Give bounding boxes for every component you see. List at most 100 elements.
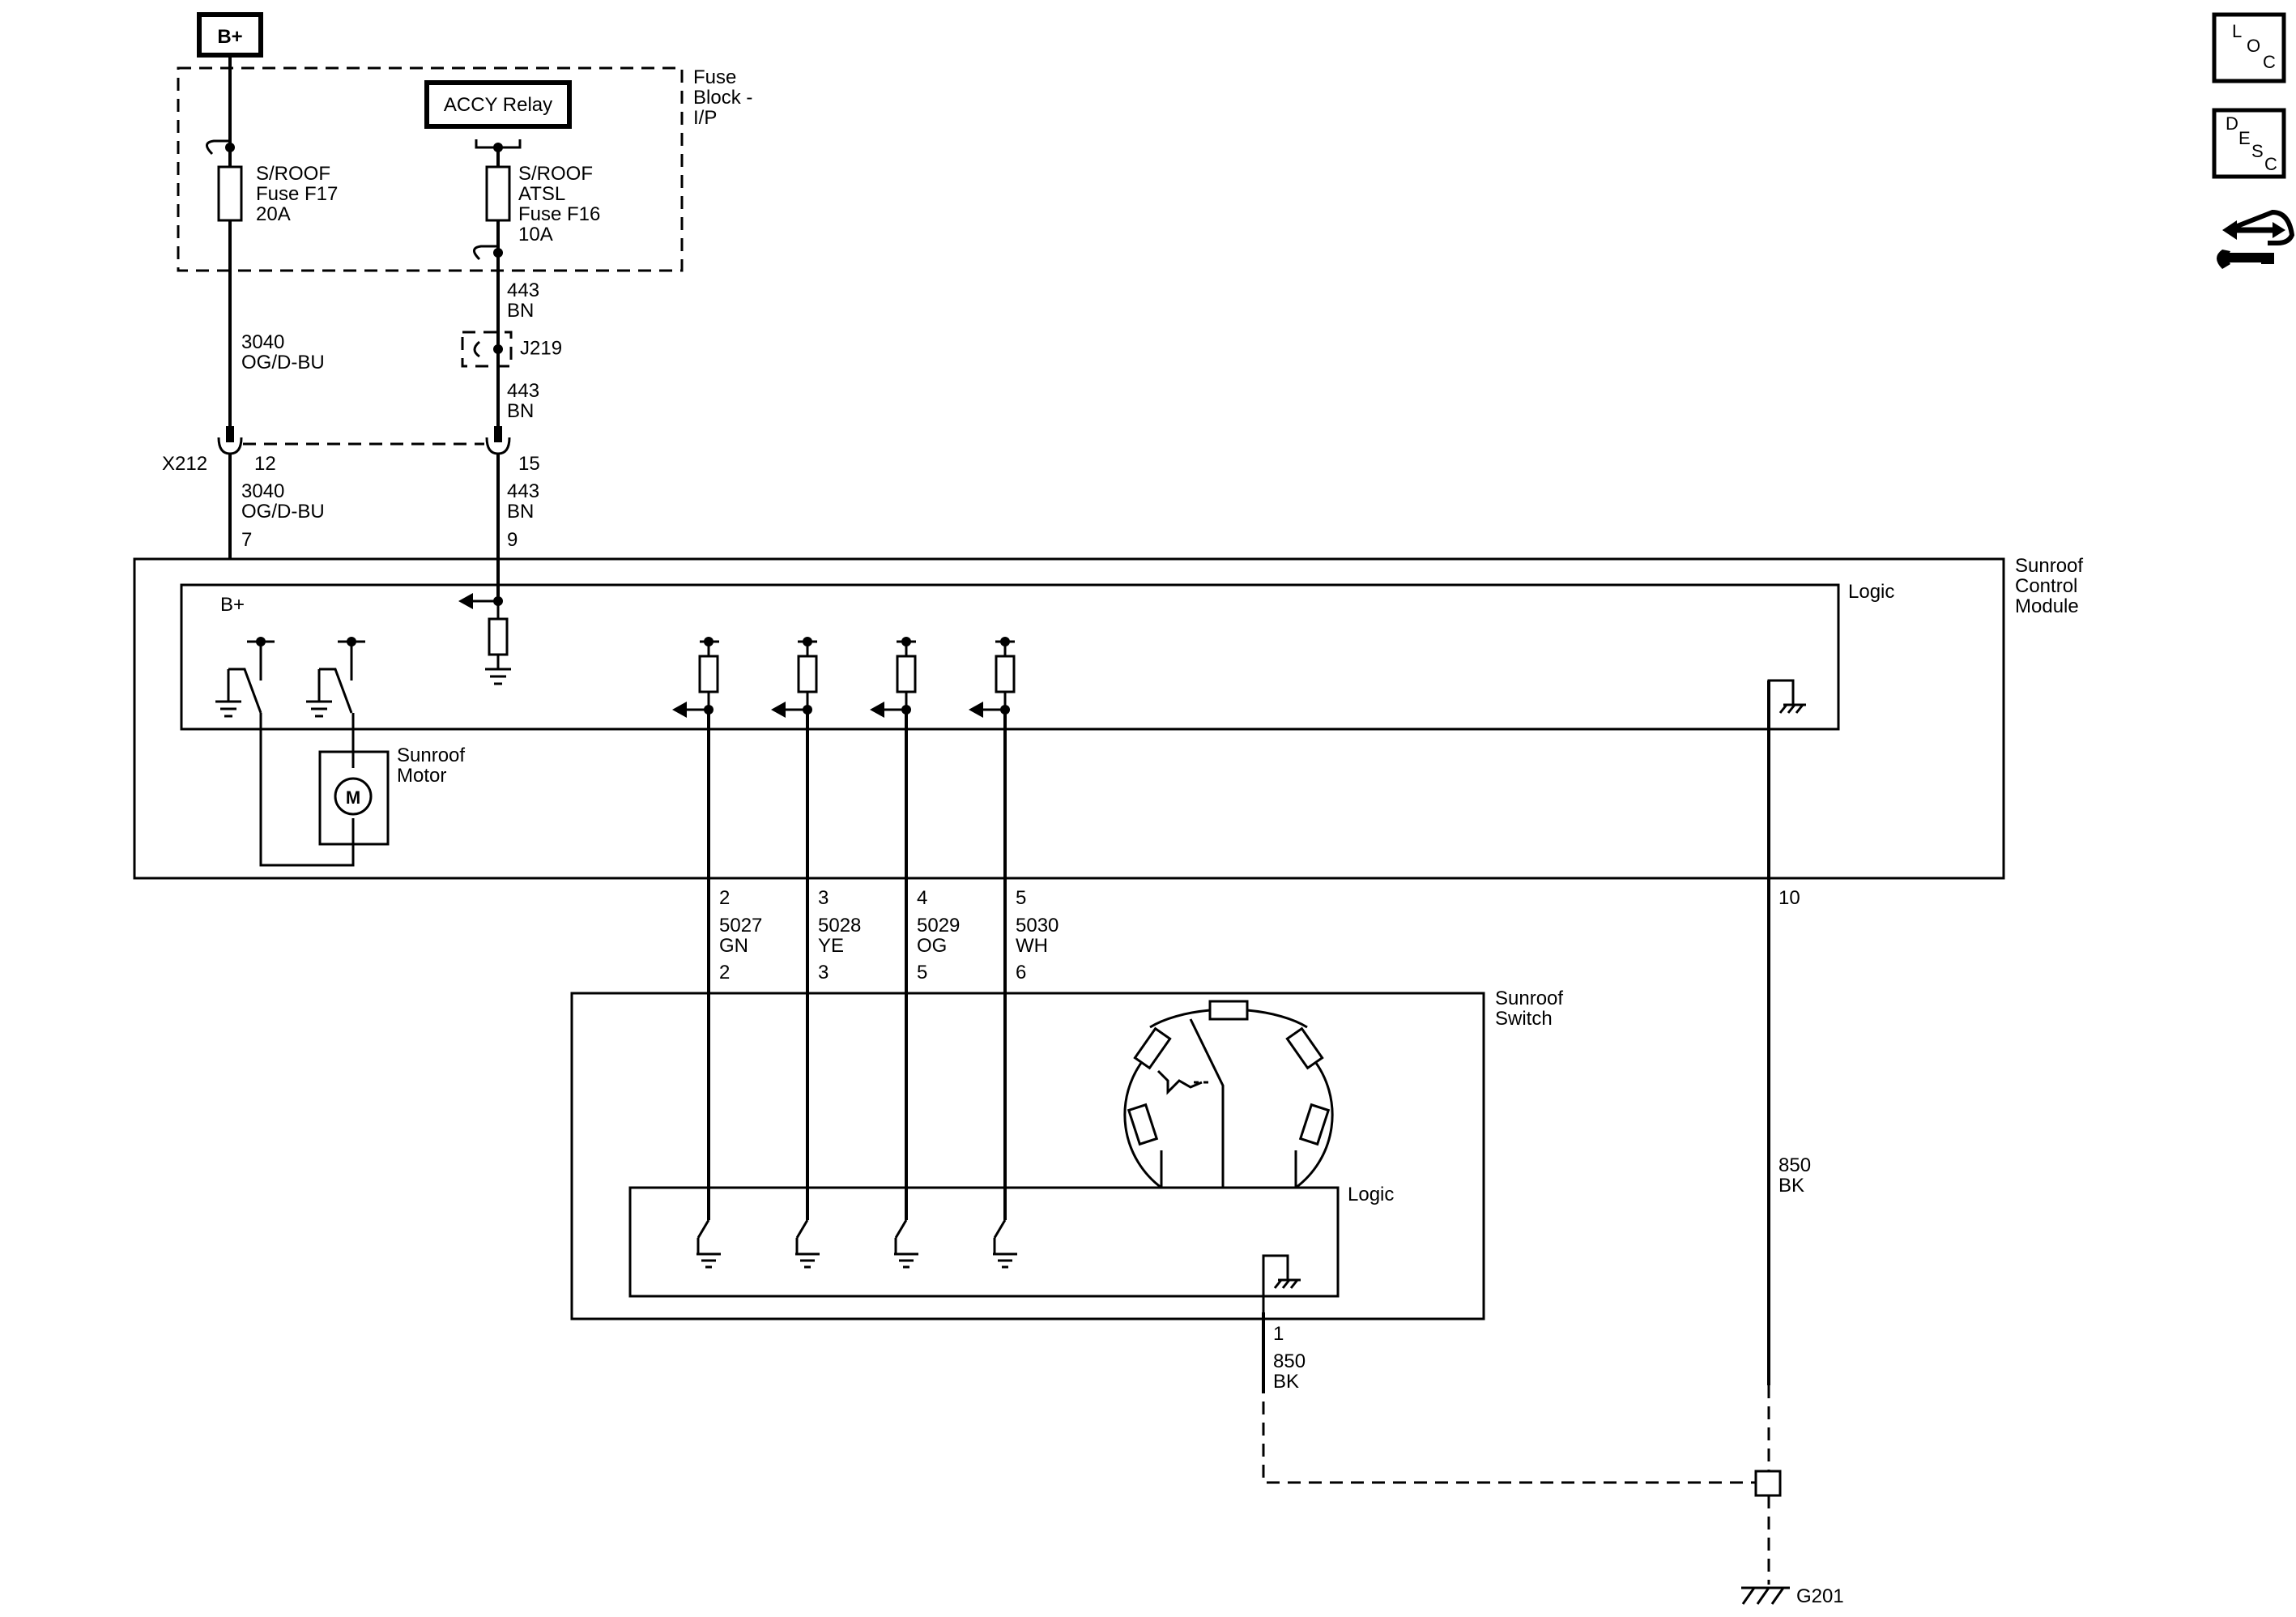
wire-5028-circuit: 5028 [818,915,861,936]
wire-3040-upper-circuit: 3040 [241,331,284,353]
splice-j219-node [493,344,503,354]
fuse-f16-label-4: 10A [518,224,553,245]
wire-443-b-color: BN [507,400,534,422]
scm-pin9-resistor [488,617,509,656]
switch-logic-label: Logic [1348,1184,1394,1205]
sunroof-motor-symbol: M [346,787,360,808]
relay1-supply-node [256,637,266,646]
scm-input-5 [969,637,1016,718]
scm-input-2 [672,637,719,718]
switch-label-2: Switch [1495,1008,1553,1030]
scm-logic-box [180,583,1840,731]
pin-15-terminal [494,426,502,442]
sunroof-motor-icon [334,777,373,816]
scm-input-3 [771,637,818,718]
desc-nav-button[interactable]: D E S C [2212,108,2286,179]
fuse-block-label-2: Block - [693,87,752,109]
wire-5029-color: OG [917,935,947,957]
loc-letter-o: O [2247,36,2260,56]
fuse-f17-label-1: S/ROOF [256,163,330,185]
wire-5027-color: GN [719,935,748,957]
selector-wiper [1189,1018,1225,1188]
sunroof-switch [570,992,1485,1320]
pin-scm-2: 2 [719,887,730,909]
switch-contact-6 [993,1219,1017,1269]
fuse-block-ip [177,66,684,272]
ground-g201-label: G201 [1796,1585,1844,1607]
fuse-f17-icon [217,165,243,222]
sunroof-motor-label-2: Motor [397,765,446,787]
selector-arc-right [1295,1059,1334,1189]
pin-scm-10: 10 [1778,887,1800,909]
switch-chassis-ground-icon [1273,1278,1301,1289]
connector-wrench-icon[interactable] [2217,209,2295,269]
relay1-contact-arm [228,668,262,714]
accy-relay-label: ACCY Relay [444,94,552,116]
wire-850-b-circuit: 850 [1273,1350,1306,1372]
pin-scm-4: 4 [917,887,927,909]
relay2-supply-node [347,637,356,646]
fuse-f17-label-3: 20A [256,203,291,225]
wire-5028-color: YE [818,935,844,957]
wire-443-a-circuit: 443 [507,279,539,301]
wire-443-c-color: BN [507,501,534,523]
desc-letter-d: D [2226,113,2238,134]
relay2-ground-icon [306,700,332,718]
fuse-block-label-1: Fuse [693,66,736,88]
switch-label-1: Sunroof [1495,988,1563,1009]
wire-5029-circuit: 5029 [917,915,960,936]
pin-x212-12: 12 [254,453,276,475]
wire-3040-lower-color: OG/D-BU [241,501,325,523]
splice-j219-symbol [473,340,481,358]
ground-splice-box [1754,1470,1782,1497]
scm-chassis-ground-icon [1778,703,1806,714]
connector-x212-label: X212 [162,453,207,475]
switch-contact-3 [795,1219,820,1269]
ground-g201-icon [1741,1586,1790,1605]
selector-arc-left [1123,1059,1162,1189]
wire-850-b-color: BK [1273,1371,1299,1393]
scm-label-3: Module [2015,595,2079,617]
switch-contact-2 [696,1219,721,1269]
scm-label-1: Sunroof [2015,555,2083,577]
scm-logic-label: Logic [1848,581,1894,603]
scm-pin9-ground-icon [485,668,511,685]
fuse-f16-label-2: ATSL [518,183,565,205]
switch-contact-5 [894,1219,918,1269]
relay2-contact-arm [319,668,353,714]
loc-letter-l: L [2232,21,2242,41]
pin-scm-3: 3 [818,887,829,909]
switch-logic-box [628,1186,1340,1298]
wire-850-a-circuit: 850 [1778,1154,1811,1176]
scm-input-4 [870,637,917,718]
fuse-f16-node [493,248,503,258]
pin-scm-9: 9 [507,529,518,551]
motor-wire-a [259,713,355,867]
selector-resistor-lower-left [1127,1103,1159,1146]
fuse-f16-terminal [473,245,498,261]
selector-resistor-upper-left [1133,1026,1172,1070]
wire-5027-circuit: 5027 [719,915,762,936]
sunroof-motor-label-1: Sunroof [397,745,465,766]
wire-3040-lower-circuit: 3040 [241,480,284,502]
wire-850-switch-dashed [1262,1402,1756,1484]
wire-443-b-circuit: 443 [507,380,539,402]
fuse-f17-terminal [206,139,230,156]
sunroof-motor-box [318,750,390,846]
pin-12-terminal [226,426,234,442]
fuse-f17-label-2: Fuse F17 [256,183,338,205]
pin-sw-5: 5 [917,962,927,983]
fuse-f16-icon [485,165,511,222]
fuse-f16-label-1: S/ROOF [518,163,593,185]
pin-sw-1: 1 [1273,1323,1284,1345]
sunroof-control-module [133,557,2005,880]
selector-arc-top [1149,1009,1308,1029]
scm-label-2: Control [2015,575,2077,597]
relay1-ground-icon [215,700,241,718]
splice-j219-box [461,331,513,368]
desc-letter-e: E [2238,128,2251,148]
loc-nav-button[interactable]: L O C [2212,12,2286,83]
pin-sw-2: 2 [719,962,730,983]
selector-resistor-upper-right [1285,1026,1324,1070]
battery-source-label: B+ [217,26,242,48]
